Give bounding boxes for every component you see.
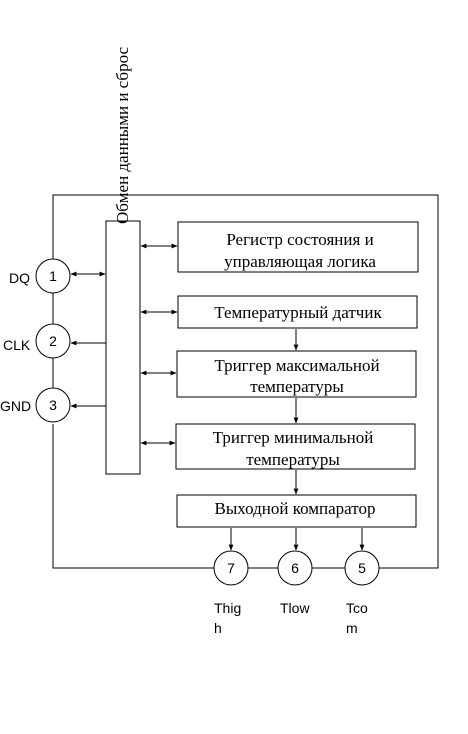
output-comparator-block: [176, 494, 417, 528]
temp-sensor-block: [177, 295, 418, 329]
pin-5-number: 5: [358, 560, 366, 576]
pin-7-name-line2: h: [214, 620, 222, 636]
pin-5-name-line1: Tco: [346, 600, 368, 616]
pin-7-circle: [213, 550, 249, 586]
temp-sensor-label: Температурный датчик: [214, 303, 382, 322]
max-trigger-block: [176, 350, 417, 398]
pin-6-circle: [277, 550, 313, 586]
status-register-block: [177, 221, 419, 273]
bus-block: [105, 220, 141, 475]
pin-3-circle: [35, 387, 71, 423]
pin-7-name-line1: Thig: [214, 600, 241, 616]
pin-1-number: 1: [49, 268, 57, 284]
pin-6-name-line1: Tlow: [280, 600, 310, 616]
bus-label: Обмен данными и сброс: [113, 46, 132, 224]
pin-5-name-line2: m: [346, 620, 358, 636]
pin-3-name: GND: [0, 398, 31, 414]
pin-1-name: DQ: [9, 270, 30, 286]
min-trigger-line1: Триггер минимальной: [213, 428, 374, 447]
max-trigger-line2: температуры: [250, 377, 344, 396]
pin-2-circle: [35, 323, 71, 359]
pin-1-circle: [35, 258, 71, 294]
pin-7-number: 7: [227, 560, 235, 576]
min-trigger-line2: температуры: [246, 450, 340, 469]
chip-outline: [52, 194, 439, 569]
status-register-line2: управляющая логика: [224, 252, 376, 271]
pin-5-circle: [344, 550, 380, 586]
pin-2-number: 2: [49, 333, 57, 349]
max-trigger-line1: Триггер максимальной: [214, 356, 379, 375]
output-comparator-label: Выходной компаратор: [214, 499, 375, 518]
pin-2-name: CLK: [3, 337, 31, 353]
status-register-line1: Регистр состояния и: [226, 230, 373, 249]
pin-3-number: 3: [49, 397, 57, 413]
min-trigger-block: [175, 423, 416, 470]
pin-6-number: 6: [291, 560, 299, 576]
